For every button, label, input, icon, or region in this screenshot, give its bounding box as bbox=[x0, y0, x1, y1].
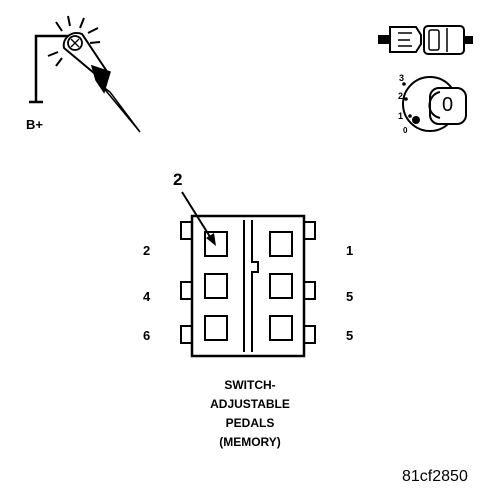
ignition-position-0: 0 bbox=[403, 126, 408, 135]
caption-line-1: SWITCH- bbox=[224, 378, 276, 392]
figure-code: 81cf2850 bbox=[402, 468, 468, 485]
caption-line-3: PEDALS bbox=[225, 416, 275, 430]
cavity-3 bbox=[269, 273, 293, 299]
cavity-4 bbox=[204, 273, 228, 299]
connector-caption: SWITCH- ADJUSTABLE PEDALS (MEMORY) bbox=[170, 376, 330, 452]
cavity-6 bbox=[204, 315, 228, 341]
caption-line-4: (MEMORY) bbox=[219, 435, 281, 449]
ignition-position-2: 2 bbox=[398, 91, 404, 101]
pin-label-left-2: 4 bbox=[143, 289, 151, 304]
caption-line-2: ADJUSTABLE bbox=[210, 397, 290, 411]
cavity-5 bbox=[269, 315, 293, 341]
callout-number: 2 bbox=[173, 170, 183, 189]
key-position-label: 0 bbox=[442, 94, 454, 116]
battery-positive-label: B+ bbox=[26, 117, 43, 132]
ignition-position-3: 3 bbox=[399, 73, 405, 83]
pin-label-left-1: 2 bbox=[143, 243, 151, 258]
pin-label-right-2: 5 bbox=[346, 289, 354, 304]
ignition-position-1: 1 bbox=[398, 111, 404, 121]
pin-label-right-1: 1 bbox=[346, 243, 354, 258]
pin-label-right-3: 5 bbox=[346, 328, 354, 343]
pin-label-left-3: 6 bbox=[143, 328, 151, 343]
cavity-1 bbox=[269, 231, 293, 257]
